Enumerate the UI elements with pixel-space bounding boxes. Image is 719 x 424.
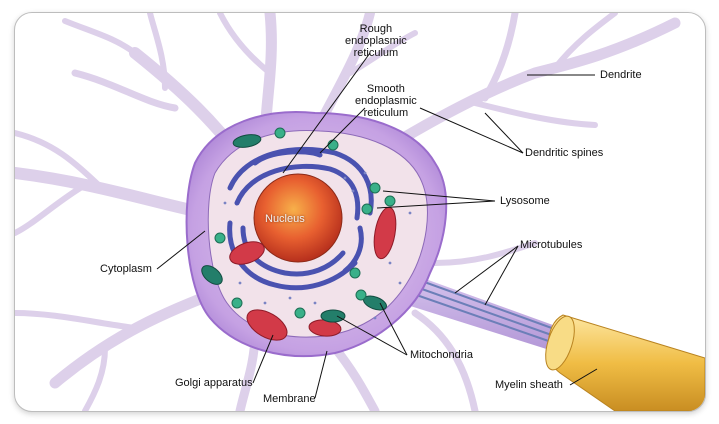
microtubules-label: Microtubules [520, 239, 583, 251]
nucleus [253, 173, 343, 263]
smooth-er-label-line2: endoplasmic [355, 95, 417, 107]
dendritic-spines-label: Dendritic spines [525, 147, 604, 159]
lysosomes [214, 127, 396, 319]
rough-er-label-line2: endoplasmic [345, 35, 407, 47]
membrane-label: Membrane [263, 393, 316, 405]
rough-er-label-line3: reticulum [353, 47, 399, 59]
rough-er-label: Rough endoplasmic reticulum [345, 23, 407, 59]
neuron-illustration [15, 13, 705, 411]
diagram-frame: Rough endoplasmic reticulum Smooth endop… [14, 12, 706, 412]
mitochondria-label: Mitochondria [410, 349, 473, 361]
dendrites [15, 13, 681, 411]
mitochondria [229, 206, 397, 341]
ribosome-dots [223, 171, 412, 320]
smooth-er-label-line3: reticulum [363, 107, 409, 119]
leader-lines [156, 52, 598, 399]
myelin-sheath-label: Myelin sheath [495, 379, 563, 391]
nucleus-label: Nucleus [265, 213, 305, 225]
lysosome-label: Lysosome [500, 195, 550, 207]
mitochondria-green [201, 134, 387, 323]
golgi-apparatus-label: Golgi apparatus [175, 377, 253, 389]
cytoplasm-label: Cytoplasm [100, 263, 152, 275]
dendrite-label: Dendrite [600, 69, 642, 81]
rough-er-label-line1: Rough [359, 23, 393, 35]
smooth-er-label-line1: Smooth [366, 83, 405, 95]
myelin-sheath [545, 314, 705, 411]
smooth-er-label: Smooth endoplasmic reticulum [355, 83, 417, 119]
